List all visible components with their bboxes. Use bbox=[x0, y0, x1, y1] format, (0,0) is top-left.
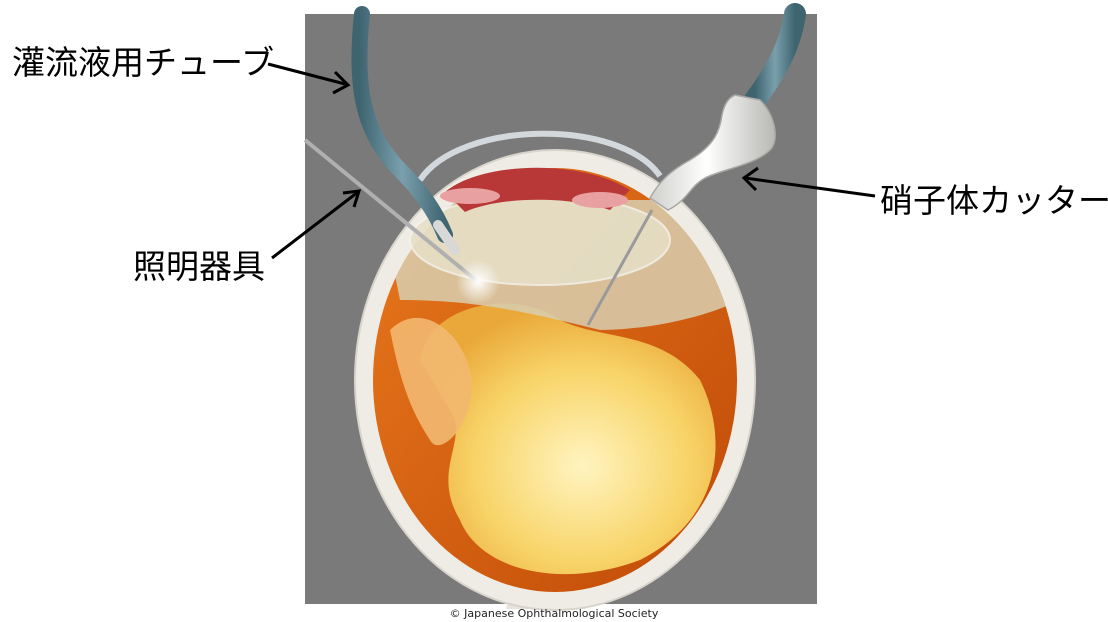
light-instrument-label: 照明器具 bbox=[133, 250, 265, 283]
light-glow bbox=[456, 260, 500, 304]
copyright-notice: © Japanese Ophthalmological Society bbox=[0, 607, 1108, 620]
vitreous-cutter-label: 硝子体カッター bbox=[880, 184, 1108, 217]
ciliary-right bbox=[572, 192, 628, 208]
ciliary-left bbox=[440, 188, 500, 204]
irrigation-tube-label: 灌流液用チューブ bbox=[12, 46, 274, 79]
